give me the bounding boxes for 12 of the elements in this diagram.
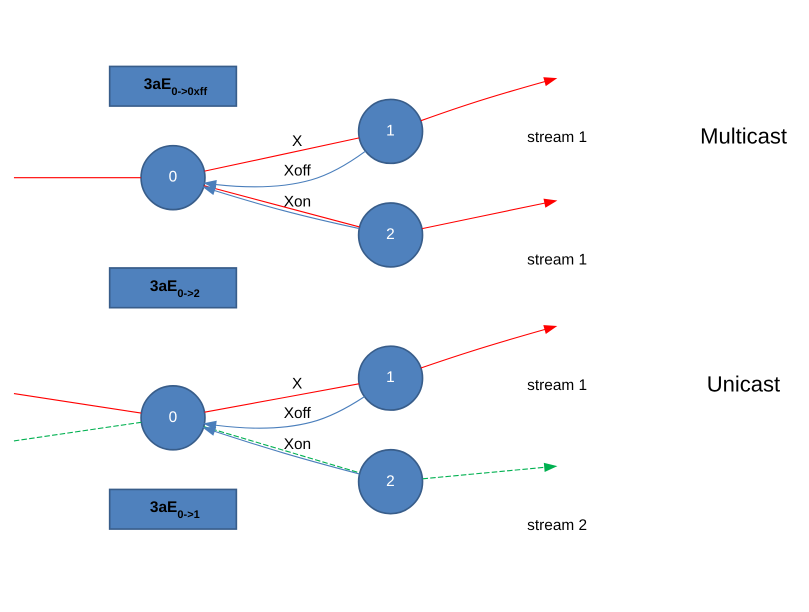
edge-label: X [292,132,302,150]
label: stream 1 [527,251,588,268]
edge-label: Xon [284,436,312,453]
edge-label: X [292,375,302,392]
edge-label: Xoff [284,162,311,180]
label: stream 1 [527,129,588,146]
label: stream 1 [527,376,588,394]
edge-label: Xoff [284,405,311,422]
label: Multicast [700,124,787,149]
edge-label: Xon [284,194,312,211]
label: Unicast [706,371,780,396]
label: stream 2 [527,516,588,534]
